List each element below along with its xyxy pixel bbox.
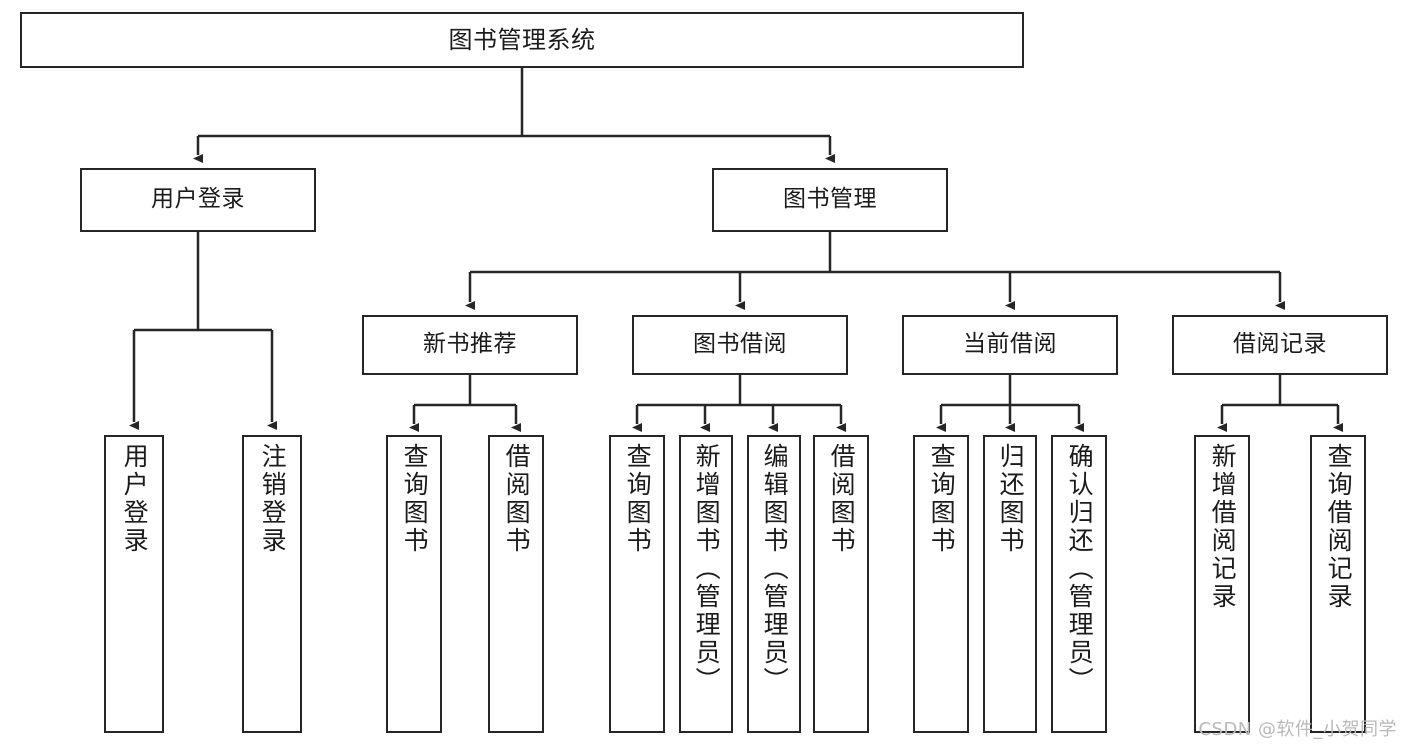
leaf-borrow-query-book[interactable]: 查询图书: [609, 435, 665, 733]
node-book-management[interactable]: 图书管理: [712, 168, 948, 232]
node-label: 归还图书: [996, 443, 1026, 555]
node-new-book-recommend[interactable]: 新书推荐: [362, 315, 578, 375]
node-label: 查询借阅记录: [1324, 443, 1354, 611]
node-label: 用户登录: [120, 443, 150, 555]
node-label: 借阅图书: [827, 443, 857, 555]
leaf-user-login-signout[interactable]: 注销登录: [242, 435, 302, 733]
node-label: 确认归还（管理员）: [1065, 443, 1095, 695]
csdn-watermark: CSDN @软件_小贺同学: [1198, 719, 1397, 740]
node-root-book-management-system[interactable]: 图书管理系统: [20, 12, 1024, 68]
node-label: 新增借阅记录: [1208, 443, 1238, 611]
node-borrow-record[interactable]: 借阅记录: [1172, 315, 1388, 375]
node-label: 注销登录: [258, 443, 288, 555]
node-label: 用户登录: [151, 186, 245, 213]
node-user-login[interactable]: 用户登录: [80, 168, 316, 232]
leaf-record-query-borrow-record[interactable]: 查询借阅记录: [1310, 435, 1366, 733]
leaf-current-query-book[interactable]: 查询图书: [913, 435, 969, 733]
node-book-borrow[interactable]: 图书借阅: [632, 315, 848, 375]
node-label: 查询图书: [927, 443, 957, 555]
leaf-user-login-signin[interactable]: 用户登录: [104, 435, 164, 733]
leaf-borrow-add-book-admin[interactable]: 新增图书（管理员）: [679, 435, 733, 733]
node-label: 借阅图书: [502, 443, 532, 555]
leaf-current-return-book[interactable]: 归还图书: [983, 435, 1037, 733]
node-label: 编辑图书（管理员）: [760, 443, 790, 695]
leaf-borrow-borrow-book[interactable]: 借阅图书: [813, 435, 869, 733]
node-label: 图书借阅: [693, 331, 787, 358]
node-label: 查询图书: [623, 443, 653, 555]
leaf-recommend-query-book[interactable]: 查询图书: [386, 435, 442, 733]
node-label: 查询图书: [400, 443, 430, 555]
node-label: 新书推荐: [423, 331, 517, 358]
leaf-current-confirm-return-admin[interactable]: 确认归还（管理员）: [1051, 435, 1107, 733]
node-label: 图书管理系统: [448, 25, 596, 54]
node-label: 新增图书（管理员）: [692, 443, 722, 695]
node-label: 图书管理: [783, 186, 877, 213]
node-label: 当前借阅: [963, 331, 1057, 358]
leaf-recommend-borrow-book[interactable]: 借阅图书: [488, 435, 544, 733]
leaf-borrow-edit-book-admin[interactable]: 编辑图书（管理员）: [747, 435, 801, 733]
node-label: 借阅记录: [1233, 331, 1327, 358]
leaf-record-add-borrow-record[interactable]: 新增借阅记录: [1194, 435, 1250, 733]
node-current-borrow[interactable]: 当前借阅: [902, 315, 1118, 375]
